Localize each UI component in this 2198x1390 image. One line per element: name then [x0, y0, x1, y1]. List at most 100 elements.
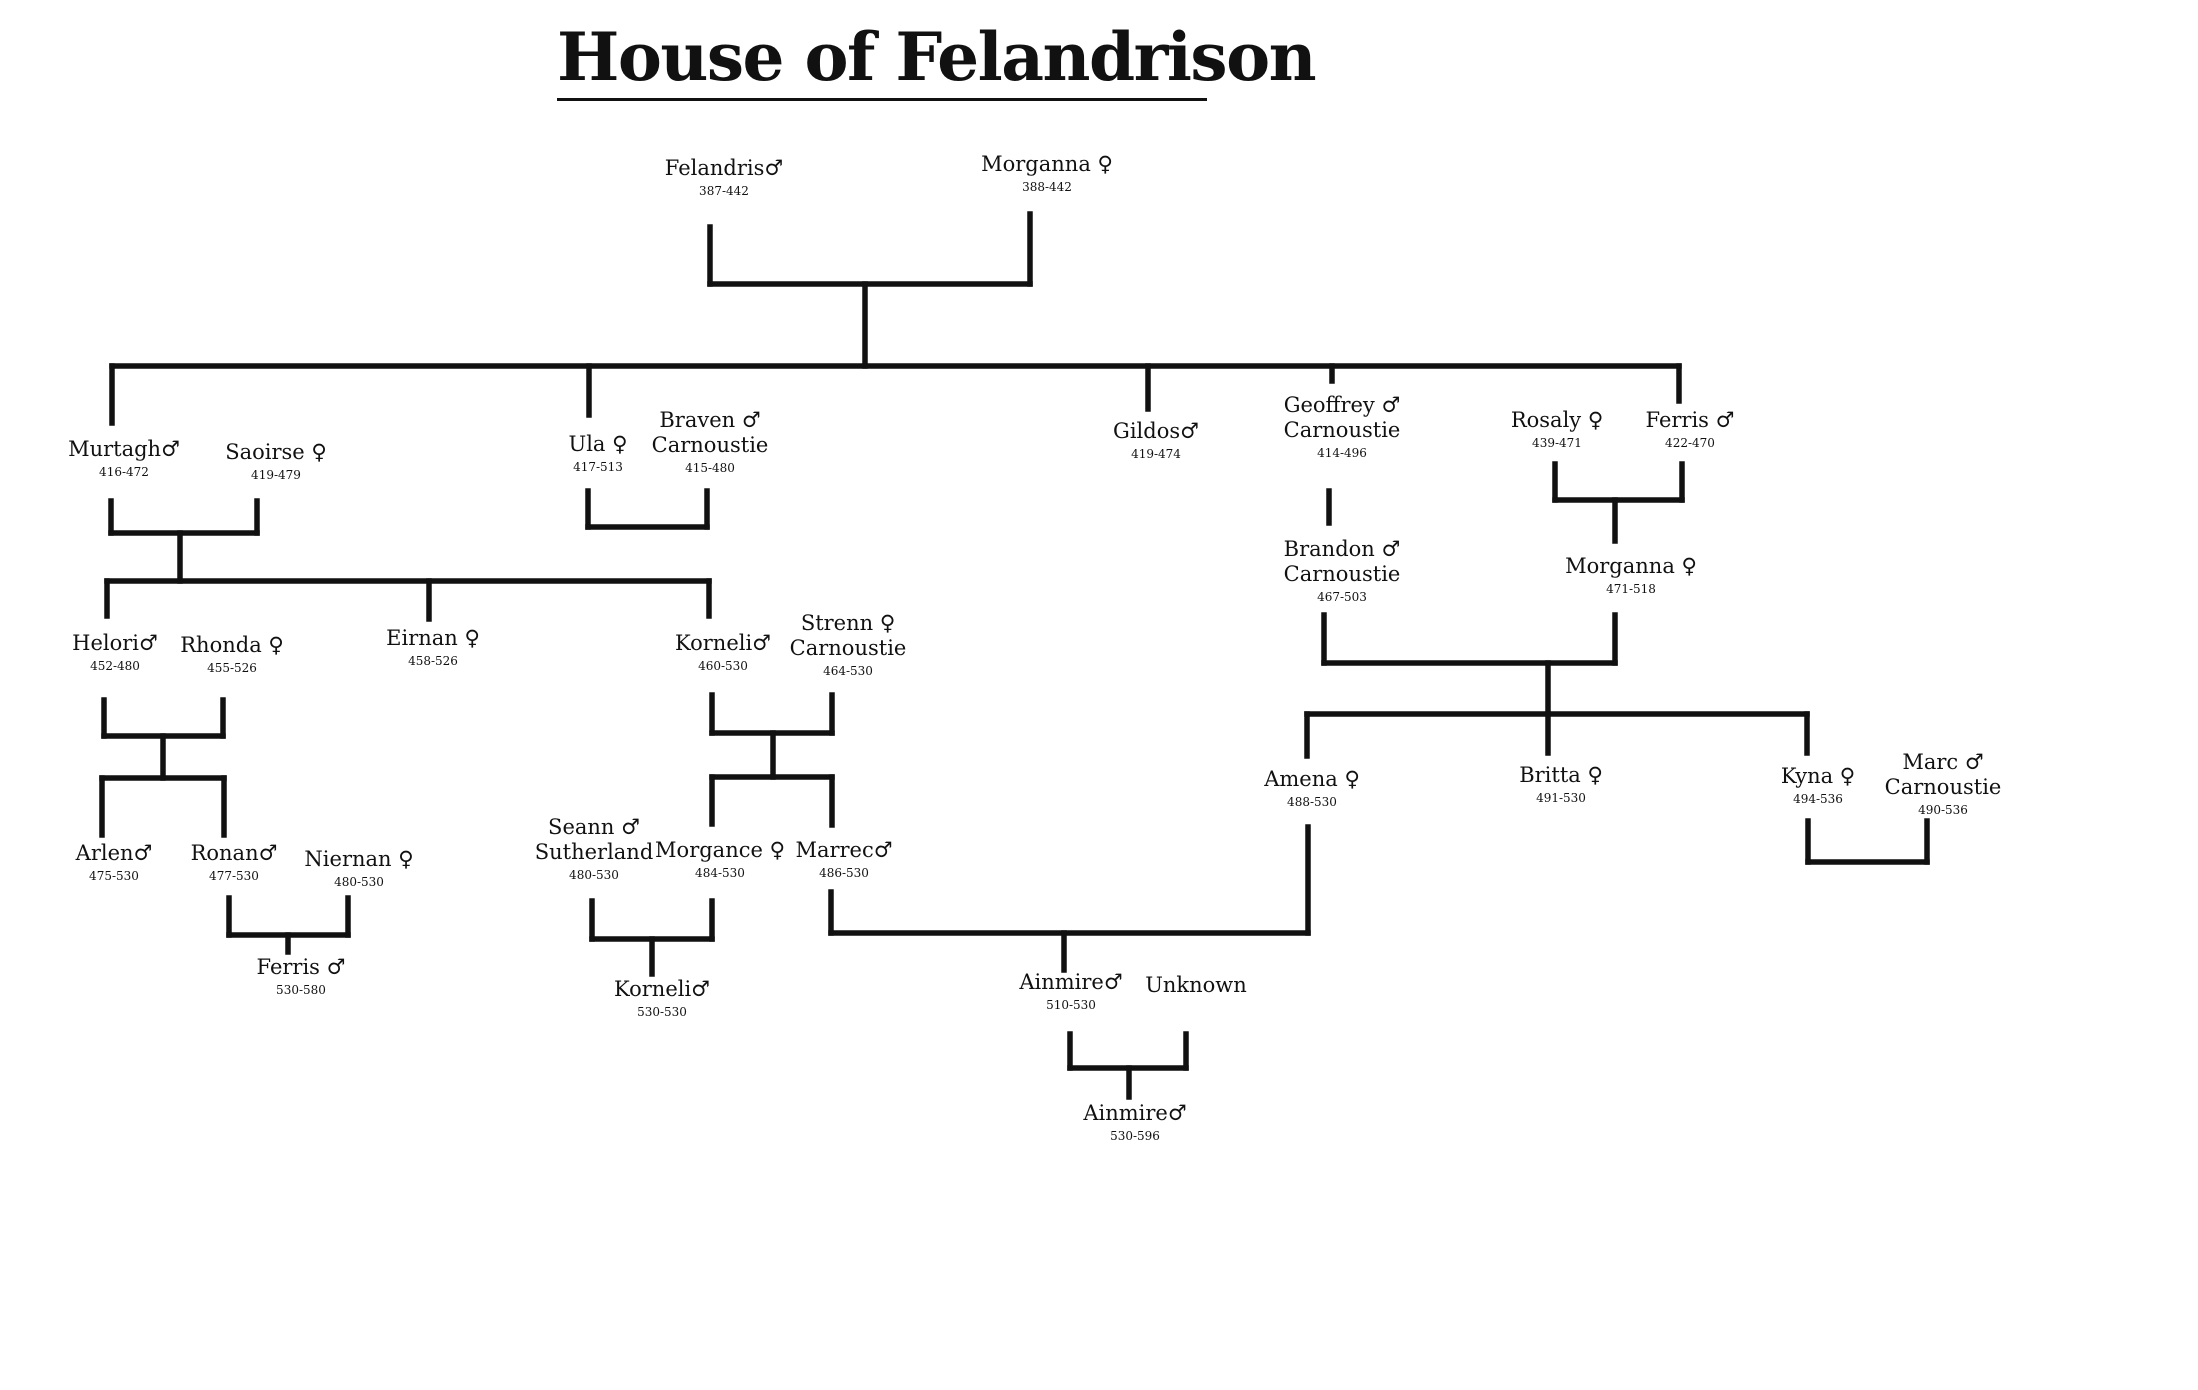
person-rosaly: Rosaly ♀ 439-471	[1511, 408, 1603, 451]
person-murtagh: Murtagh♂ 416-472	[68, 437, 180, 480]
person-name: Seann ♂	[548, 815, 640, 839]
person-name: Arlen♂	[75, 841, 153, 865]
person-years: 417-513	[573, 460, 623, 474]
person-morganna1: Morganna ♀ 388-442	[981, 152, 1113, 195]
person-geoffrey: Geoffrey ♂Carnoustie 414-496	[1284, 393, 1401, 461]
person-saoirse: Saoirse ♀ 419-479	[225, 440, 327, 483]
person-name: Ainmire♂	[1019, 970, 1123, 994]
person-years: 419-479	[251, 468, 301, 482]
person-name: Carnoustie	[1283, 418, 1401, 442]
person-ferris2: Ferris ♂ 530-580	[257, 955, 346, 998]
person-name: Morganna ♀	[981, 152, 1113, 176]
person-years: 490-536	[1918, 803, 1968, 817]
person-ronan: Ronan♂ 477-530	[191, 841, 278, 884]
person-marc: Marc ♂Carnoustie 490-536	[1885, 750, 2002, 818]
person-name: Morganna ♀	[1565, 554, 1697, 578]
person-years: 452-480	[90, 659, 140, 673]
person-years: 460-530	[698, 659, 748, 673]
person-years: 475-530	[89, 869, 139, 883]
person-kyna: Kyna ♀ 494-536	[1781, 764, 1855, 807]
person-name: Carnoustie	[1884, 775, 2002, 799]
person-years: 530-530	[637, 1005, 687, 1019]
person-name: Korneli♂	[613, 977, 711, 1001]
person-name: Rhonda ♀	[180, 633, 284, 657]
person-britta: Britta ♀491-530	[1519, 763, 1603, 806]
person-name: Marrec♂	[795, 838, 893, 862]
person-years: 477-530	[209, 869, 259, 883]
person-ula: Ula ♀ 417-513	[569, 432, 628, 475]
person-years: 488-530	[1287, 795, 1337, 809]
person-name: Helori♂	[72, 631, 158, 655]
person-name: Kyna ♀	[1780, 764, 1856, 788]
person-name: Strenn ♀	[800, 611, 896, 635]
person-name: Eirnan ♀	[386, 626, 480, 650]
person-name: Amena ♀	[1264, 767, 1360, 791]
person-name: Ferris ♂	[256, 955, 346, 979]
person-name: Unknown	[1145, 973, 1247, 997]
person-years: 464-530	[823, 664, 873, 678]
person-name: Felandris♂	[664, 156, 784, 180]
person-years: 458-526	[408, 654, 458, 668]
person-years: 530-580	[276, 983, 326, 997]
person-name: Marc ♂	[1902, 750, 1984, 774]
person-years: 419-474	[1131, 447, 1181, 461]
person-name: Ainmire♂	[1083, 1101, 1187, 1125]
person-name: Morgance ♀	[655, 838, 785, 862]
person-korneli2: Korneli♂ 530-530	[614, 977, 710, 1020]
page-title: House of Felandrison	[557, 18, 1317, 96]
person-morganna2: Morganna ♀ 471-518	[1565, 554, 1697, 597]
person-amena: Amena ♀ 488-530	[1264, 767, 1360, 810]
person-name: Ronan♂	[190, 841, 278, 865]
person-years: 387-442	[699, 184, 749, 198]
person-korneli1: Korneli♂ 460-530	[675, 631, 771, 674]
person-years: 414-496	[1317, 446, 1367, 460]
person-name: Gildos♂	[1113, 419, 1199, 443]
person-years: 455-526	[207, 661, 257, 675]
person-name: Saoirse ♀	[225, 440, 327, 464]
person-years: 415-480	[685, 461, 735, 475]
person-helori: Helori♂ 452-480	[72, 631, 158, 674]
person-rhonda: Rhonda ♀ 455-526	[180, 633, 284, 676]
person-name: Carnoustie	[651, 433, 769, 457]
person-name: Korneli♂	[674, 631, 772, 655]
person-name: Niernan ♀	[304, 847, 414, 871]
person-years: 486-530	[819, 866, 869, 880]
person-ainmire2: Ainmire♂ 530-596	[1083, 1101, 1186, 1144]
person-marrec: Marrec♂ 486-530	[795, 838, 892, 881]
person-name: Britta ♀	[1519, 763, 1603, 787]
person-arlen: Arlen♂ 475-530	[76, 841, 153, 884]
person-years: 388-442	[1022, 180, 1072, 194]
title-underline	[557, 98, 1207, 101]
person-years: 510-530	[1046, 998, 1096, 1012]
person-name: Carnoustie	[1283, 562, 1401, 586]
person-name: Braven ♂	[659, 408, 761, 432]
person-morgance: Morgance ♀ 484-530	[655, 838, 785, 881]
person-felandris: Felandris♂ 387-442	[665, 156, 783, 199]
person-name: Sutherland	[534, 840, 654, 864]
person-years: 480-530	[334, 875, 384, 889]
person-strenn: Strenn ♀Carnoustie 464-530	[790, 611, 907, 679]
person-years: 422-470	[1665, 436, 1715, 450]
person-gildos: Gildos♂ 419-474	[1113, 419, 1199, 462]
person-niernan: Niernan ♀ 480-530	[304, 847, 413, 890]
person-years: 494-536	[1793, 792, 1843, 806]
person-name: Rosaly ♀	[1510, 408, 1604, 432]
person-braven: Braven ♂Carnoustie 415-480	[652, 408, 769, 476]
person-years: 467-503	[1317, 590, 1367, 604]
person-ainmire1: Ainmire♂ 510-530	[1019, 970, 1122, 1013]
person-years: 530-596	[1110, 1129, 1160, 1143]
person-name: Geoffrey ♂	[1283, 393, 1401, 417]
person-name: Carnoustie	[789, 636, 907, 660]
person-years: 416-472	[99, 465, 149, 479]
person-eirnan: Eirnan ♀ 458-526	[386, 626, 480, 669]
person-years: 471-518	[1606, 582, 1656, 596]
person-unknown: Unknown	[1145, 973, 1247, 998]
person-name: Murtagh♂	[68, 437, 180, 461]
person-name: Ferris ♂	[1645, 408, 1735, 432]
person-years: 484-530	[695, 866, 745, 880]
person-years: 439-471	[1532, 436, 1582, 450]
person-name: Ula ♀	[568, 432, 628, 456]
